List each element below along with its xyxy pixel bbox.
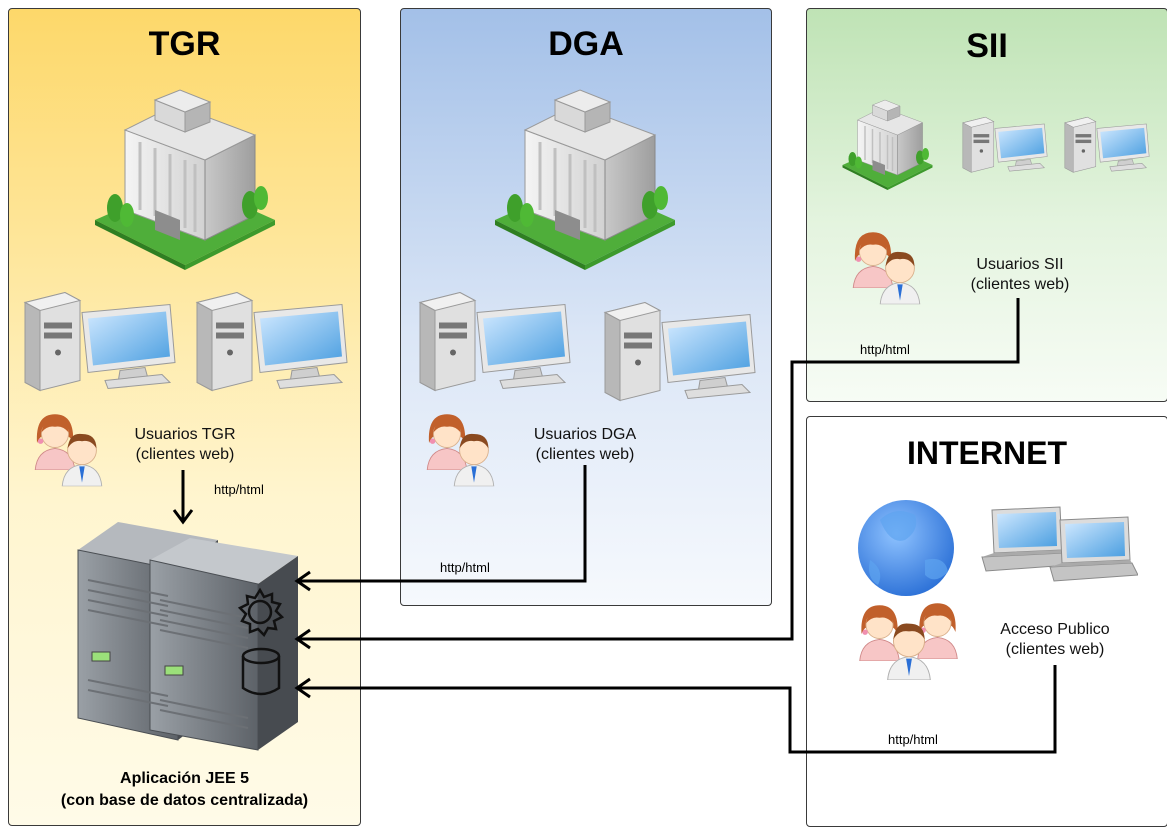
dga-users-label: Usuarios DGA (clientes web) [510, 425, 660, 465]
dga-users-subtitle: (clientes web) [535, 446, 635, 463]
sii-users-icon [853, 232, 920, 304]
dga-connection-line [298, 465, 587, 583]
dga-computer-icon [604, 301, 756, 402]
laptop-icon [981, 506, 1070, 572]
dga-connection-arrowhead [294, 570, 311, 592]
tgr-computer-icon [24, 291, 176, 392]
server-label-line1: Aplicación JEE 5 [120, 770, 249, 787]
server-icon [77, 522, 298, 751]
panel-internet: INTERNET [806, 416, 1167, 827]
dga-users-title: Usuarios DGA [533, 426, 637, 443]
dga-protocol-label: http/html [440, 560, 490, 575]
tgr-connection-arrowhead [172, 509, 194, 525]
dga-users-icon [427, 414, 494, 486]
public-users-subtitle: (clientes web) [1005, 641, 1105, 658]
database-icon [241, 647, 281, 696]
panel-title-internet: INTERNET [907, 435, 1067, 471]
dga-computer-icon [419, 291, 571, 392]
panel-title-sii: SII [966, 27, 1008, 65]
dga-building-icon [493, 88, 677, 270]
tgr-users-subtitle: (clientes web) [135, 446, 235, 463]
server-label-line2: (con base de datos centralizada) [60, 792, 309, 809]
panel-sii: SII [806, 8, 1167, 402]
server-label: Aplicación JEE 5 (con base de datos cent… [8, 768, 361, 812]
sii-computer-icon [1064, 116, 1150, 173]
gear-icon [237, 587, 285, 638]
panel-title-dga: DGA [548, 25, 624, 63]
public-users-title: Acceso Publico [1000, 621, 1110, 638]
tgr-users-label: Usuarios TGR (clientes web) [110, 425, 260, 465]
sii-protocol-label: http/html [860, 342, 910, 357]
tgr-computer-icon [196, 291, 348, 392]
sii-connection-line [298, 298, 1020, 641]
laptop-icon [1049, 516, 1138, 582]
sii-computer-icon [962, 116, 1048, 173]
sii-building-icon [841, 99, 934, 190]
internet-protocol-label: http/html [888, 732, 938, 747]
sii-connection-arrowhead [294, 628, 311, 650]
sii-users-title: Usuarios SII [976, 256, 1064, 273]
sii-users-label: Usuarios SII (clientes web) [945, 255, 1095, 295]
internet-connection-line [298, 665, 1057, 754]
tgr-building-icon [93, 88, 277, 270]
sii-users-subtitle: (clientes web) [970, 276, 1070, 293]
tgr-users-title: Usuarios TGR [134, 426, 236, 443]
internet-connection-arrowhead [294, 677, 311, 699]
tgr-protocol-label: http/html [214, 482, 264, 497]
public-users-label: Acceso Publico (clientes web) [980, 620, 1130, 660]
public-users-icon [859, 602, 958, 680]
tgr-users-icon [35, 414, 102, 486]
panel-title-tgr: TGR [148, 25, 221, 63]
